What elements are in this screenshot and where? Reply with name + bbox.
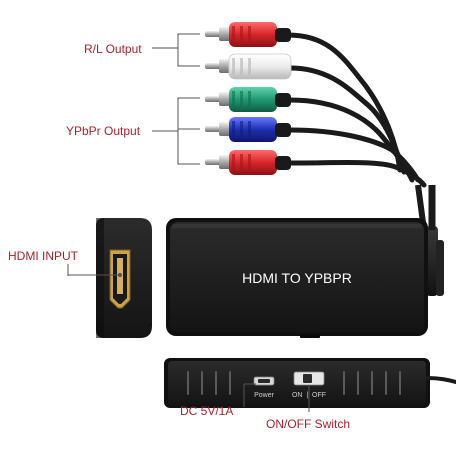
ypbpr-output-label: YPbPr Output: [66, 124, 141, 138]
onoff-switch: [293, 371, 325, 386]
rca-plug-red-audio: [205, 22, 291, 47]
rl-output-label: R/L Output: [84, 42, 142, 56]
power-cable: [426, 376, 456, 384]
rl-output-bracket: [152, 33, 200, 67]
dc-power-label: DC 5V/1A: [180, 404, 233, 418]
vent-slots-right: [343, 371, 401, 395]
rca-plug-green-video: [205, 87, 291, 112]
dc-power-pointer: [243, 383, 256, 407]
power-port-label: Power: [254, 392, 275, 399]
rca-plug-white-audio: [205, 53, 292, 80]
rca-plug-red-video: [205, 150, 291, 175]
power-port-icon: [253, 376, 275, 386]
rca-cables: [285, 32, 427, 188]
hdmi-port-icon: [109, 249, 131, 309]
onoff-switch-label: ON/OFF Switch: [266, 417, 350, 431]
hdmi-input-label: HDMI INPUT: [8, 249, 79, 263]
rca-plug-blue-video: [205, 117, 291, 142]
vent-slots-left: [187, 371, 231, 395]
converter-box: [166, 218, 428, 338]
ypbpr-output-bracket: [152, 97, 200, 165]
hdmi-input-pointer: [67, 264, 123, 278]
device-title: HDMI TO YPBPR: [242, 270, 352, 286]
